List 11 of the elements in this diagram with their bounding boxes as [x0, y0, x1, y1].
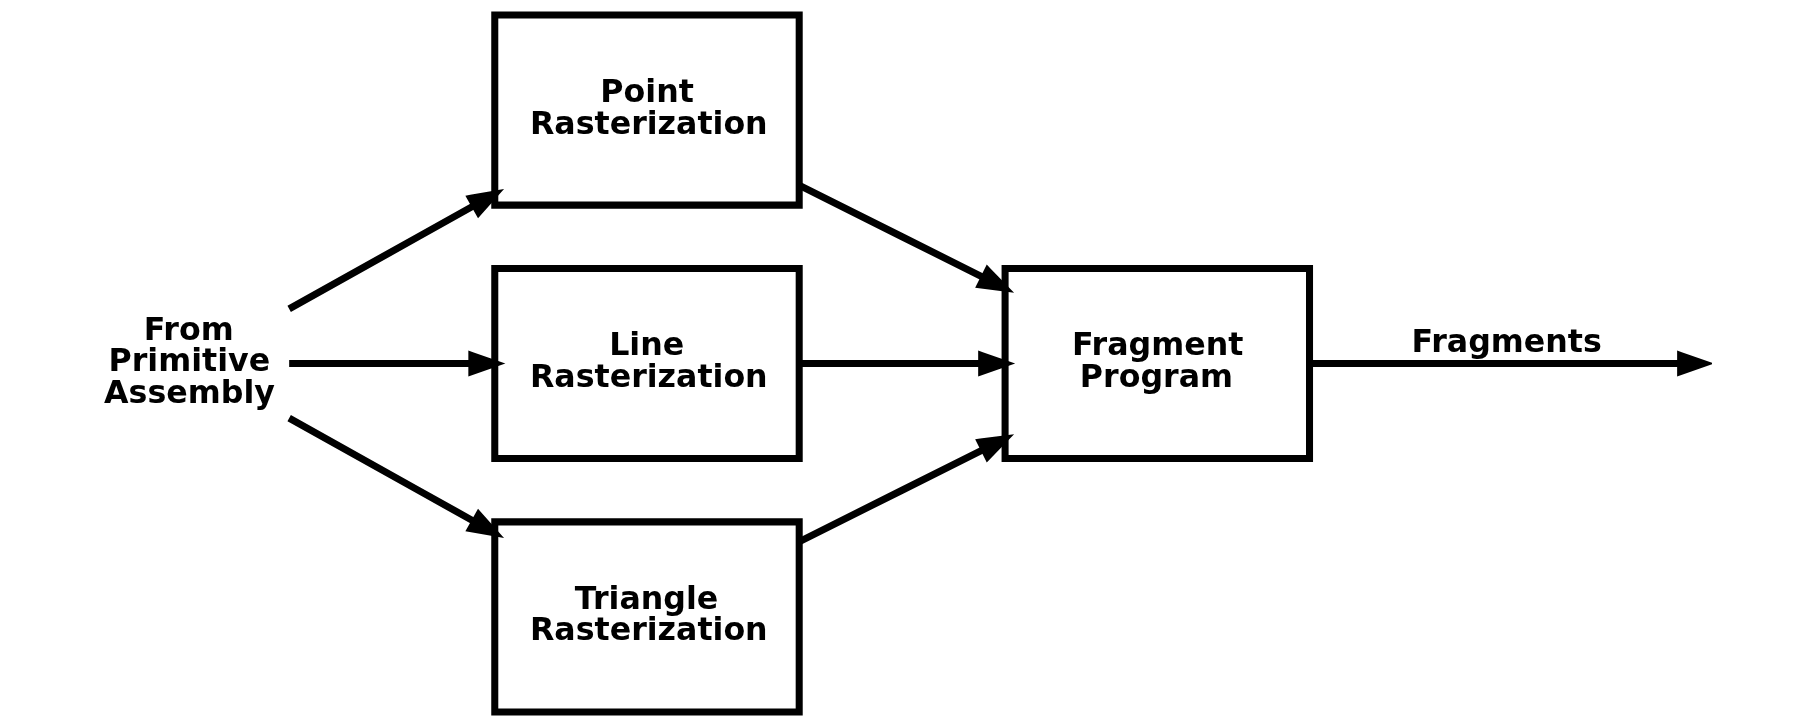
arrow	[288, 350, 505, 377]
arrow	[286, 188, 504, 312]
node-text: From Primitive Assembly	[103, 310, 275, 410]
node-box: Point Rasterization	[490, 11, 803, 209]
arrow	[286, 415, 504, 539]
arrow	[798, 350, 1015, 377]
node-box: Line Rasterization	[490, 264, 803, 463]
edge-label: Fragments	[1411, 322, 1602, 359]
arrow	[1309, 350, 1712, 377]
node-box: Triangle Rasterization	[490, 518, 803, 716]
node-box: Fragment Program	[1001, 264, 1313, 463]
